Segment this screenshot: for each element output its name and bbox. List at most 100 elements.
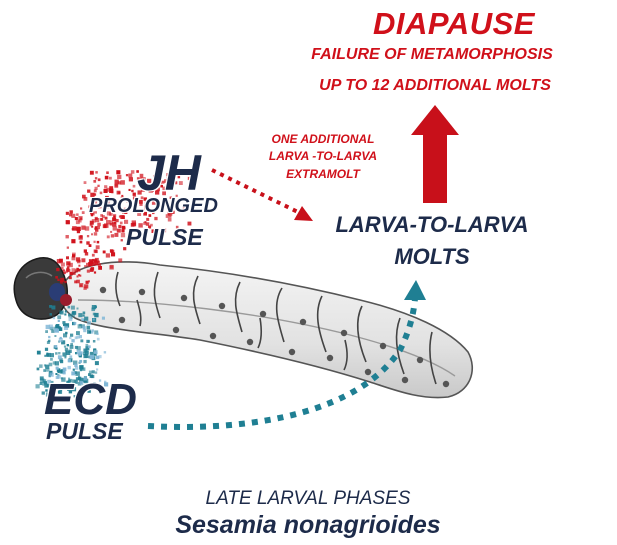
ecd-particle [68, 350, 72, 354]
ecd-particle [69, 337, 71, 339]
jh-particle [69, 263, 73, 267]
jh-particle [112, 222, 116, 226]
jh-particle [92, 259, 94, 261]
jh-particle [87, 270, 90, 273]
jh-particle [90, 224, 93, 227]
jh-particle [66, 235, 69, 238]
jh-particle [131, 190, 133, 192]
ecd-particle [83, 326, 86, 329]
ecd-particle [56, 367, 59, 370]
ecd-particle [90, 355, 94, 359]
jh-particle [89, 244, 92, 247]
jh-particle [121, 239, 123, 241]
jh-particle [80, 207, 82, 209]
diapause-title: DIAPAUSE [309, 8, 599, 39]
jh-particle [129, 177, 133, 181]
ecd-particle [74, 322, 77, 325]
jh-particle [76, 220, 80, 224]
ecd-particle [78, 313, 82, 317]
jh-particle [86, 241, 89, 244]
jh-particle [94, 241, 96, 243]
jh-particle [61, 263, 65, 267]
jh-particle [110, 231, 112, 233]
late-larval-phases-caption: LATE LARVAL PHASES [118, 489, 498, 508]
ecd-particle [95, 361, 99, 365]
ecd-particle [71, 306, 75, 310]
ecd-particle [55, 345, 58, 348]
jh-particle [106, 253, 110, 257]
ecd-particle [58, 371, 60, 373]
jh-particle [114, 233, 118, 237]
jh-particle [56, 268, 59, 271]
jh-particle [92, 254, 95, 257]
ecd-particle [36, 384, 40, 388]
jh-particle [91, 233, 93, 235]
jh-particle [84, 197, 88, 201]
larva-to-larva-label: LARVA-TO-LARVA [307, 214, 557, 236]
ecd-particle [51, 306, 55, 310]
ecd-particle [64, 356, 66, 358]
jh-pulse-label: PULSE [126, 226, 203, 249]
ecd-particle [93, 319, 95, 321]
ecd-particle [65, 311, 67, 313]
jh-particle [80, 241, 83, 244]
ecd-particle [71, 339, 74, 342]
jh-particle [75, 269, 78, 272]
ecd-particle [89, 371, 92, 374]
ecd-particle [68, 366, 71, 369]
ecd-particle [64, 346, 66, 348]
ecd-particle [54, 335, 56, 337]
ecd-particle [79, 351, 82, 354]
jh-particle [97, 185, 99, 187]
ecd-particle [47, 341, 50, 344]
ecd-particle [75, 367, 78, 370]
ecd-particle [88, 345, 91, 348]
ecd-particle [95, 371, 97, 373]
ecd-particle [64, 313, 66, 315]
ecd-particle [67, 344, 69, 346]
jh-particle [106, 171, 109, 174]
jh-particle [98, 178, 101, 181]
ecd-particle [40, 382, 43, 385]
jh-particle [74, 280, 77, 283]
jh-particle [133, 185, 136, 188]
ecd-particle [98, 355, 101, 358]
ecd-particle [83, 360, 86, 363]
jh-particle [95, 177, 97, 179]
ecd-particle [94, 350, 98, 354]
ecd-particle [46, 325, 50, 329]
ecd-particle [83, 354, 87, 358]
ecd-particle [58, 355, 62, 359]
ecd-particle [50, 358, 53, 361]
jh-particle [70, 272, 73, 275]
jh-particle [90, 171, 94, 175]
jh-particle [146, 218, 149, 221]
jh-particle [96, 245, 100, 249]
jh-particle [66, 212, 69, 215]
jh-particle [121, 229, 124, 232]
jh-particle [55, 276, 58, 279]
jh-particle [63, 269, 65, 271]
jh-particle [117, 229, 121, 233]
jh-particle [128, 174, 132, 178]
ecd-particle [58, 352, 60, 354]
jh-particle [104, 226, 106, 228]
ecd-particle [64, 326, 68, 330]
jh-particle [78, 274, 80, 276]
jh-particle [72, 228, 74, 230]
extramolt-text-line3: EXTRAMOLT [248, 168, 398, 180]
jh-particle [95, 187, 98, 190]
ecd-particle [86, 344, 89, 347]
ecd-particle [63, 368, 67, 372]
ecd-particle [92, 329, 94, 331]
ecd-particle [53, 361, 56, 364]
ecd-particle [68, 306, 71, 309]
jh-particle [111, 234, 114, 237]
failure-of-metamorphosis-text: FAILURE OF METAMORPHOSIS [262, 47, 602, 63]
extramolt-text-line2: LARVA -TO-LARVA [248, 150, 398, 162]
jh-particle [80, 285, 82, 287]
jh-particle [120, 222, 123, 225]
jh-particle [66, 220, 70, 224]
ecd-particle [82, 367, 86, 371]
jh-particle [78, 265, 80, 267]
